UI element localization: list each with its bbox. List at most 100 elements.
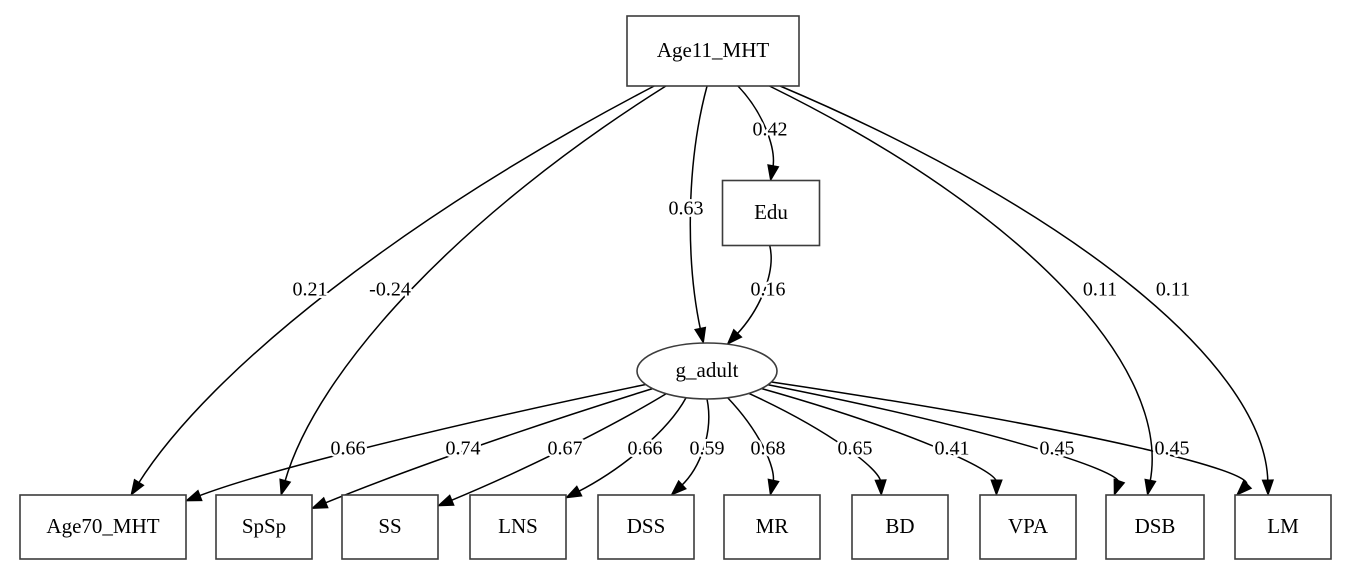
arrowhead-icon: [726, 328, 743, 346]
edge-g_adult-to-vpa: [761, 387, 1003, 497]
edge-weight-halo: 0.45: [1040, 438, 1075, 460]
edge-line: [323, 387, 653, 505]
edge-weight-halo: 0.16: [751, 279, 786, 301]
node-dss[interactable]: DSS: [597, 494, 695, 560]
edge-weight-label: 0.45: [1040, 438, 1075, 460]
edge-weight-label: 0.63: [669, 198, 704, 220]
node-box[interactable]: [721, 179, 821, 247]
node-box[interactable]: [341, 494, 439, 560]
node-vpa[interactable]: VPA: [979, 494, 1077, 560]
node-lm[interactable]: LM: [1234, 494, 1332, 560]
arrowhead-icon: [1261, 479, 1275, 497]
edge-weight-label: 0.59: [690, 438, 725, 460]
arrowhead-icon: [310, 496, 329, 509]
node-dsb[interactable]: DSB: [1105, 494, 1205, 560]
edge-weight-label: 0.11: [1156, 279, 1190, 301]
edge-weight-halo: 0.11: [1156, 279, 1190, 301]
edge-weight-label: 0.68: [751, 438, 786, 460]
edge-line: [689, 85, 708, 331]
edge-line: [771, 381, 1248, 487]
edge-line: [737, 85, 775, 168]
node-age11_mht[interactable]: Age11_MHT: [626, 15, 800, 87]
edge-weight-halo: 0.41: [935, 438, 970, 460]
edge-line: [761, 387, 998, 483]
node-label: Age70_MHT: [46, 514, 159, 538]
edge-weight-label: 0.42: [753, 119, 788, 141]
arrowhead-icon: [279, 478, 292, 497]
edge-weight-halo: 0.42: [753, 119, 788, 141]
arrowhead-icon: [1144, 478, 1157, 497]
node-box[interactable]: [1234, 494, 1332, 560]
node-label: LM: [1267, 514, 1299, 538]
arrowhead-icon: [184, 489, 203, 502]
edge-weight-halo: 0.11: [1083, 279, 1117, 301]
edge-line: [748, 392, 882, 483]
edge-weight-label: 0.74: [446, 438, 481, 460]
node-edu[interactable]: Edu: [721, 179, 821, 247]
edge-weight-halo: 0.63: [669, 198, 704, 220]
node-label: DSS: [627, 514, 666, 538]
edge-weight-halo: 0.67: [548, 438, 583, 460]
edge-weight-label: 0.21: [293, 279, 328, 301]
edge-line: [449, 393, 667, 502]
node-box[interactable]: [851, 494, 949, 560]
node-box[interactable]: [597, 494, 695, 560]
edge-weight-label: 0.66: [628, 438, 663, 460]
edge-age11_mht-to-g_adult: [689, 85, 708, 345]
edge-labels-layer: 0.210.21-0.24-0.240.630.630.420.420.110.…: [290, 116, 1193, 462]
node-label: BD: [885, 514, 914, 538]
node-bd[interactable]: BD: [851, 494, 949, 560]
edges-layer: [130, 85, 1275, 509]
edge-age11_mht-to-edu: [737, 85, 780, 182]
node-ss[interactable]: SS: [341, 494, 439, 560]
edge-g_adult-to-bd: [748, 392, 887, 497]
node-box[interactable]: [626, 15, 800, 87]
edge-weight-halo: 0.45: [1155, 438, 1190, 460]
edge-weight-halo: -0.24: [369, 279, 411, 301]
edge-age11_mht-to-spsp: [279, 85, 667, 497]
edge-weight-halo: 0.74: [446, 438, 481, 460]
edge-weight-halo: 0.66: [331, 438, 366, 460]
edge-g_adult-to-ss: [436, 393, 667, 507]
edge-weight-label: 0.65: [838, 438, 873, 460]
node-box[interactable]: [19, 494, 187, 560]
edge-g_adult-to-spsp: [310, 387, 653, 509]
node-spsp[interactable]: SpSp: [215, 494, 313, 560]
node-label: VPA: [1008, 514, 1049, 538]
arrowhead-icon: [130, 478, 145, 497]
node-box[interactable]: [723, 494, 821, 560]
edge-g_adult-to-age70_mht: [184, 383, 646, 502]
node-label: SS: [378, 514, 401, 538]
edge-line: [727, 397, 775, 483]
node-label: LNS: [498, 514, 538, 538]
node-ellipse[interactable]: [636, 342, 778, 400]
edge-weight-label: 0.66: [331, 438, 366, 460]
node-box[interactable]: [469, 494, 567, 560]
node-mr[interactable]: MR: [723, 494, 821, 560]
arrowhead-icon: [564, 485, 583, 499]
edge-weight-label: 0.16: [751, 279, 786, 301]
node-age70_mht[interactable]: Age70_MHT: [19, 494, 187, 560]
edge-edu-to-g_adult: [726, 245, 772, 346]
node-label: Edu: [754, 200, 788, 224]
edge-line: [283, 85, 667, 483]
edge-weight-label: 0.45: [1155, 438, 1190, 460]
edge-weight-label: 0.41: [935, 438, 970, 460]
edge-weight-label: 0.67: [548, 438, 583, 460]
edge-g_adult-to-mr: [727, 397, 780, 497]
edge-line: [779, 85, 1269, 483]
node-box[interactable]: [215, 494, 313, 560]
node-label: Age11_MHT: [657, 38, 770, 62]
arrowhead-icon: [694, 326, 707, 345]
edge-line: [680, 398, 710, 487]
arrowhead-icon: [767, 164, 780, 182]
edge-age11_mht-to-dsb: [769, 85, 1157, 497]
node-box[interactable]: [979, 494, 1077, 560]
node-g_adult[interactable]: g_adult: [636, 342, 778, 400]
node-label: MR: [756, 514, 789, 538]
node-lns[interactable]: LNS: [469, 494, 567, 560]
edge-line: [197, 383, 646, 497]
edge-line: [577, 397, 687, 493]
node-box[interactable]: [1105, 494, 1205, 560]
